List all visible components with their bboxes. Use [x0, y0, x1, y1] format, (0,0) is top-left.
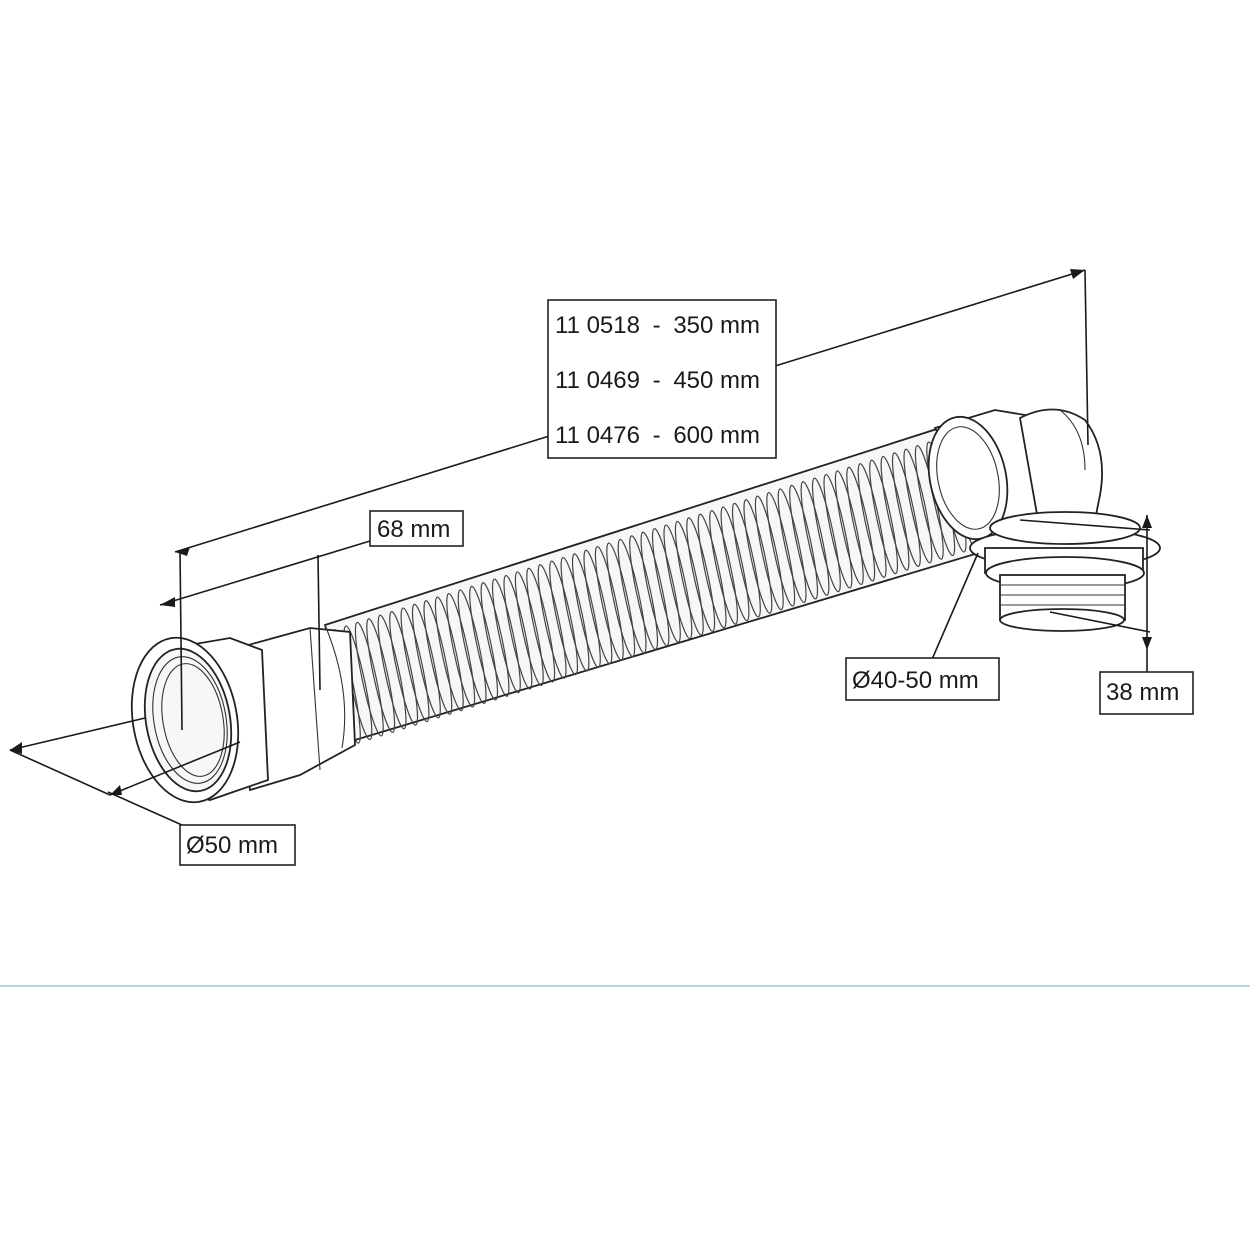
hose-rib: [469, 585, 499, 701]
hose-rib: [377, 614, 407, 730]
outlet-diameter-label: Ø40-50 mm: [845, 657, 1000, 701]
hose-rib: [537, 564, 567, 679]
hose-rib: [857, 463, 887, 578]
hose-rib: [846, 466, 876, 582]
outlet-collar: [927, 409, 1041, 547]
length-row-3-text: 11 0476 - 600 mm: [555, 422, 760, 449]
hose-rib: [663, 524, 693, 640]
hose-rib: [389, 611, 419, 726]
hose-rib: [503, 574, 533, 690]
hose-rib: [606, 542, 636, 658]
threaded-outlet: [969, 511, 1161, 632]
hose-rib: [754, 495, 784, 611]
hose-rib: [811, 477, 841, 593]
hose-rib: [560, 556, 590, 672]
hose-rib: [823, 473, 853, 589]
hose-rib: [869, 459, 899, 575]
inlet-diameter-label: Ø50 mm: [179, 824, 296, 866]
hose-rib: [651, 528, 681, 643]
hose-rib: [777, 488, 807, 604]
hose-rib: [354, 621, 384, 737]
hose-rib: [789, 484, 819, 600]
inlet-socket: [130, 636, 269, 804]
hose-rib: [720, 506, 750, 622]
hose-rib: [891, 452, 921, 567]
hose-rib: [743, 499, 773, 614]
hose-rib: [366, 618, 396, 733]
hose-rib: [583, 549, 613, 665]
hose-rib: [640, 531, 670, 647]
hose-rib: [549, 560, 579, 676]
hose-rib: [400, 607, 430, 723]
section-divider: [0, 985, 1250, 987]
hose-rib: [731, 502, 761, 618]
hose-rib: [709, 510, 739, 625]
hose-rib: [800, 481, 830, 596]
hose-rib: [526, 567, 556, 683]
hose-rib: [594, 546, 624, 661]
collar-length-label: 68 mm: [369, 510, 464, 547]
outlet-elbow: [1018, 408, 1103, 526]
hose-rib: [629, 535, 659, 650]
hose-rib: [434, 596, 464, 712]
hose-rib: [457, 589, 487, 705]
hose-rib: [880, 455, 910, 571]
hose-rib: [766, 491, 796, 607]
hose-rib: [491, 578, 521, 694]
hose-rib: [423, 600, 453, 715]
hose-rib: [480, 582, 510, 697]
hose-rib: [697, 513, 727, 629]
outlet-diameter-text: Ø40-50 mm: [852, 667, 979, 694]
arrowheads: [10, 269, 1152, 795]
hose-rib: [514, 571, 544, 687]
hose-rib: [686, 517, 716, 632]
collar-length-text: 68 mm: [377, 516, 450, 543]
inlet-diameter-text: Ø50 mm: [186, 832, 278, 859]
thread-height-label: 38 mm: [1099, 671, 1194, 715]
length-row-1-text: 11 0518 - 350 mm: [555, 312, 760, 339]
length-table: 11 0518 - 350 mm 11 0469 - 450 mm 11 047…: [547, 299, 777, 459]
hose-rib: [674, 520, 704, 636]
hose-rib: [411, 603, 441, 719]
hose-rib: [617, 538, 647, 654]
hose-rib: [446, 592, 476, 708]
thread-height-text: 38 mm: [1106, 679, 1179, 706]
length-row-2-text: 11 0469 - 450 mm: [555, 367, 760, 394]
hose-rib: [571, 553, 601, 668]
hose-rib: [903, 448, 933, 564]
hose-rib: [834, 470, 864, 586]
